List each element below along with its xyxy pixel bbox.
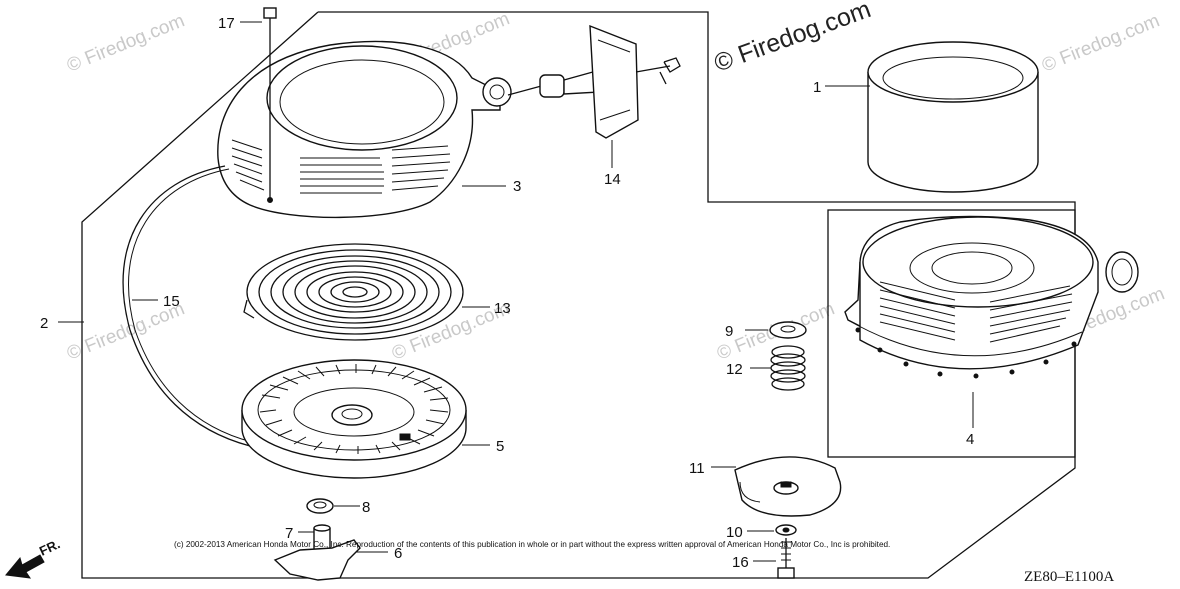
part-friction-plate: [734, 456, 842, 517]
part-washer-9: [769, 321, 807, 339]
part-label-11: 11: [689, 460, 705, 477]
part-label-15: 15: [163, 293, 180, 310]
part-spiral-spring: [243, 243, 464, 341]
part-label-14: 14: [604, 171, 621, 188]
diagram-code: ZE80–E1100A: [1024, 569, 1114, 585]
part-label-7: 7: [285, 525, 293, 542]
watermark: © Firedog.com: [64, 10, 188, 76]
leader-lines: [58, 21, 974, 562]
part-ratchet: [273, 539, 361, 581]
watermark-main: © Firedog.com: [710, 0, 874, 78]
part-bolt-16: [777, 538, 795, 579]
part-reel: [241, 359, 467, 479]
part-label-8: 8: [362, 499, 370, 516]
part-starter-assembly: [844, 215, 1139, 379]
copyright-note: (c) 2002-2013 American Honda Motor Co., …: [174, 540, 890, 549]
part-label-4: 4: [966, 431, 974, 448]
front-arrow-icon: [5, 554, 45, 579]
part-label-16: 16: [732, 554, 749, 571]
part-label-13: 13: [494, 300, 511, 317]
part-label-12: 12: [726, 361, 743, 378]
part-rope: [122, 165, 251, 447]
part-label-1: 1: [813, 79, 821, 96]
part-label-9: 9: [725, 323, 733, 340]
part-washer-8: [306, 498, 334, 514]
part-label-17: 17: [218, 15, 235, 32]
part-label-3: 3: [513, 178, 521, 195]
part-labels: 1 2 3 4 5 6 7 8 9 10 11 12 13 14 15 16 1…: [40, 15, 974, 571]
part-grip-handle: [507, 24, 681, 139]
assembly-outline: [81, 11, 1076, 579]
part-label-6: 6: [394, 545, 402, 562]
watermark: © Firedog.com: [1039, 10, 1163, 76]
part-washer-10: [775, 524, 797, 536]
part-label-2: 2: [40, 315, 48, 332]
part-coil-spring: [770, 345, 806, 391]
part-rope-inner: [128, 168, 253, 443]
part-starter-housing: [217, 40, 512, 219]
front-label: FR.: [37, 536, 62, 558]
part-ring: [867, 41, 1039, 193]
part-label-5: 5: [496, 438, 504, 455]
part-label-10: 10: [726, 524, 743, 541]
front-direction-indicator: FR.: [5, 536, 62, 579]
part-bolt-17: [263, 7, 277, 203]
